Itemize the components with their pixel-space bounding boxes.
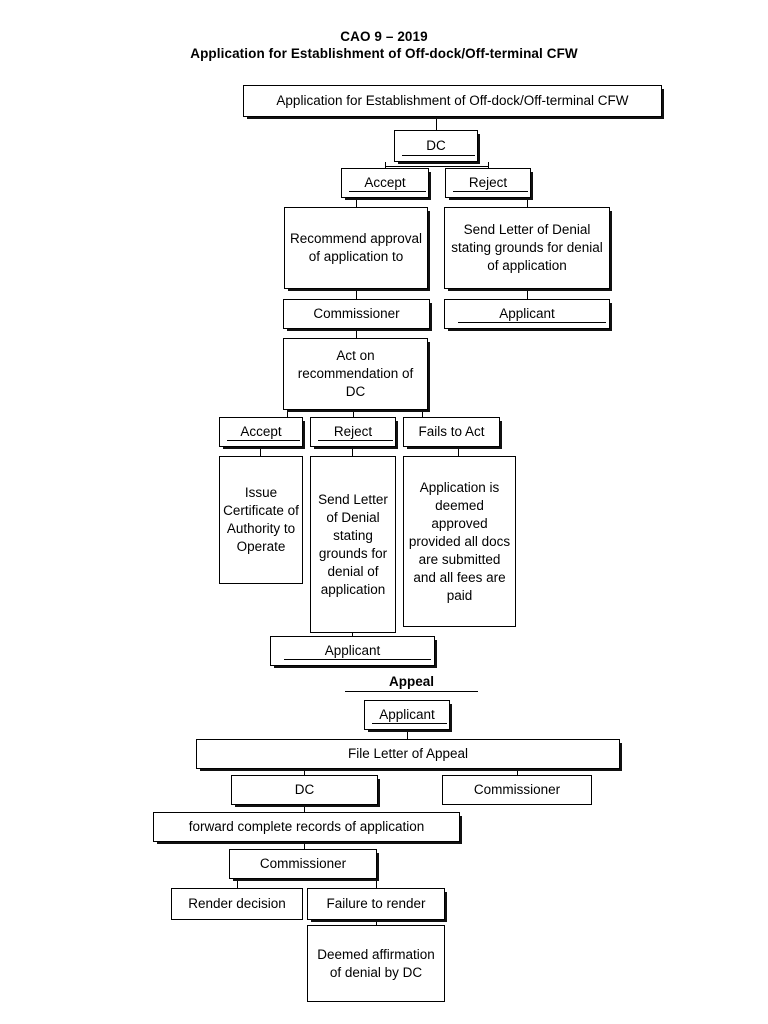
edge-dc2-to-forward-records xyxy=(304,805,305,812)
edge-application-to-dc xyxy=(436,117,437,130)
node-dc-1[interactable]: DC xyxy=(394,130,480,164)
node-applicant-appeal[interactable]: Applicant xyxy=(364,700,452,732)
node-failure-to-render[interactable]: Failure to render xyxy=(307,888,447,922)
node-forward-records[interactable]: forward complete records of application xyxy=(153,812,462,844)
node-dc-1-rule xyxy=(401,155,476,156)
node-applicant-appeal-label: Applicant xyxy=(379,707,435,722)
edge-accept2-to-certificate xyxy=(260,447,261,456)
edge-applicant-to-file-appeal xyxy=(407,730,408,739)
appeal-section-rule xyxy=(345,691,478,692)
node-applicant-appeal-rule xyxy=(371,723,448,724)
node-reject-1[interactable]: Reject xyxy=(445,168,533,200)
node-act-on-recommendation[interactable]: Act on recommendation of DC xyxy=(283,338,430,412)
edge-dc-split xyxy=(385,166,488,167)
edge-commissioner3-to-failure xyxy=(376,879,377,888)
edge-act-to-reject2 xyxy=(353,410,354,417)
node-applicant-2-rule xyxy=(284,659,431,660)
node-accept-2-rule xyxy=(226,440,301,441)
node-accept-2-label: Accept xyxy=(240,424,282,439)
node-dc-2-label: DC xyxy=(294,782,315,797)
edge-dc-to-accept xyxy=(385,162,386,169)
node-recommend-approval-label: Recommend approval of application to xyxy=(289,231,423,264)
node-send-denial-2-label: Send Letter of Denial stating grounds fo… xyxy=(318,491,388,597)
edge-recommend-to-commissioner xyxy=(356,289,357,299)
node-commissioner-2[interactable]: Commissioner xyxy=(442,775,592,805)
node-commissioner-3[interactable]: Commissioner xyxy=(229,849,379,881)
node-applicant-1-rule xyxy=(458,322,606,323)
edge-reject2-to-send-denial2 xyxy=(352,447,353,456)
node-commissioner-1-label: Commissioner xyxy=(313,306,400,321)
node-deemed-affirmation[interactable]: Deemed affirmation of denial by DC xyxy=(307,925,445,1002)
edge-reject1-to-send-denial xyxy=(527,198,528,207)
node-render-decision[interactable]: Render decision xyxy=(171,888,303,920)
node-applicant-1-label: Applicant xyxy=(499,306,555,321)
edge-send-denial1-to-applicant xyxy=(527,289,528,299)
node-deemed-approved[interactable]: Application is deemed approved provided … xyxy=(403,456,516,627)
node-issue-certificate-label: Issue Certificate of Authority to Operat… xyxy=(223,485,299,554)
node-fails-to-act[interactable]: Fails to Act xyxy=(403,417,502,449)
node-accept-2[interactable]: Accept xyxy=(219,417,305,449)
node-application-label: Application for Establishment of Off-doc… xyxy=(276,93,629,108)
node-reject-2-rule xyxy=(317,440,394,441)
node-applicant-2-label: Applicant xyxy=(324,643,381,658)
node-send-denial-1-label: Send Letter of Denial stating grounds fo… xyxy=(451,222,603,273)
node-commissioner-3-label: Commissioner xyxy=(259,856,347,871)
edge-forward-records-to-commissioner3 xyxy=(304,842,305,849)
node-accept-1-rule xyxy=(348,191,427,192)
node-forward-records-label: forward complete records of application xyxy=(188,819,425,834)
edge-failure-to-deemed-affirmation xyxy=(376,920,377,925)
node-send-denial-2[interactable]: Send Letter of Denial stating grounds fo… xyxy=(310,456,396,633)
edge-fails-to-deemed xyxy=(458,447,459,456)
node-deemed-affirmation-label: Deemed affirmation of denial by DC xyxy=(317,946,435,980)
node-application[interactable]: Application for Establishment of Off-doc… xyxy=(243,85,664,119)
node-recommend-approval[interactable]: Recommend approval of application to xyxy=(284,207,430,291)
node-reject-1-rule xyxy=(452,191,529,192)
edge-dc-to-reject xyxy=(488,162,489,169)
node-dc-2[interactable]: DC xyxy=(231,775,380,807)
edge-file-appeal-to-dc2 xyxy=(304,769,305,775)
node-act-on-recommendation-label: Act on recommendation of DC xyxy=(297,348,414,399)
node-issue-certificate[interactable]: Issue Certificate of Authority to Operat… xyxy=(219,456,303,584)
node-accept-1[interactable]: Accept xyxy=(341,168,431,200)
node-commissioner-2-label: Commissioner xyxy=(473,782,561,797)
edge-accept1-to-recommend xyxy=(356,198,357,207)
document-title-line-2: Application for Establishment of Off-doc… xyxy=(190,46,578,61)
node-reject-2-label: Reject xyxy=(333,424,373,439)
node-failure-to-render-label: Failure to render xyxy=(326,896,426,911)
edge-act-to-fails xyxy=(422,410,423,417)
node-dc-1-label: DC xyxy=(426,138,446,153)
node-send-denial-1[interactable]: Send Letter of Denial stating grounds fo… xyxy=(444,207,612,291)
node-commissioner-1[interactable]: Commissioner xyxy=(283,299,432,331)
node-reject-2[interactable]: Reject xyxy=(310,417,398,449)
node-file-letter-of-appeal[interactable]: File Letter of Appeal xyxy=(196,739,622,771)
edge-commissioner3-to-render xyxy=(237,879,238,888)
appeal-section-label: Appeal xyxy=(388,674,434,689)
document-title-line-1: CAO 9 – 2019 xyxy=(340,29,428,44)
node-file-letter-of-appeal-label: File Letter of Appeal xyxy=(347,746,469,761)
node-fails-to-act-label: Fails to Act xyxy=(418,424,485,439)
edge-commissioner1-to-act xyxy=(356,329,357,338)
node-reject-1-label: Reject xyxy=(468,175,508,190)
node-deemed-approved-label: Application is deemed approved provided … xyxy=(408,479,511,603)
node-render-decision-label: Render decision xyxy=(188,896,286,911)
node-applicant-1[interactable]: Applicant xyxy=(444,299,612,331)
edge-act-to-accept2 xyxy=(287,410,288,417)
edge-file-appeal-to-commissioner2 xyxy=(517,769,518,775)
node-accept-1-label: Accept xyxy=(364,175,406,190)
node-applicant-2[interactable]: Applicant xyxy=(270,636,437,668)
